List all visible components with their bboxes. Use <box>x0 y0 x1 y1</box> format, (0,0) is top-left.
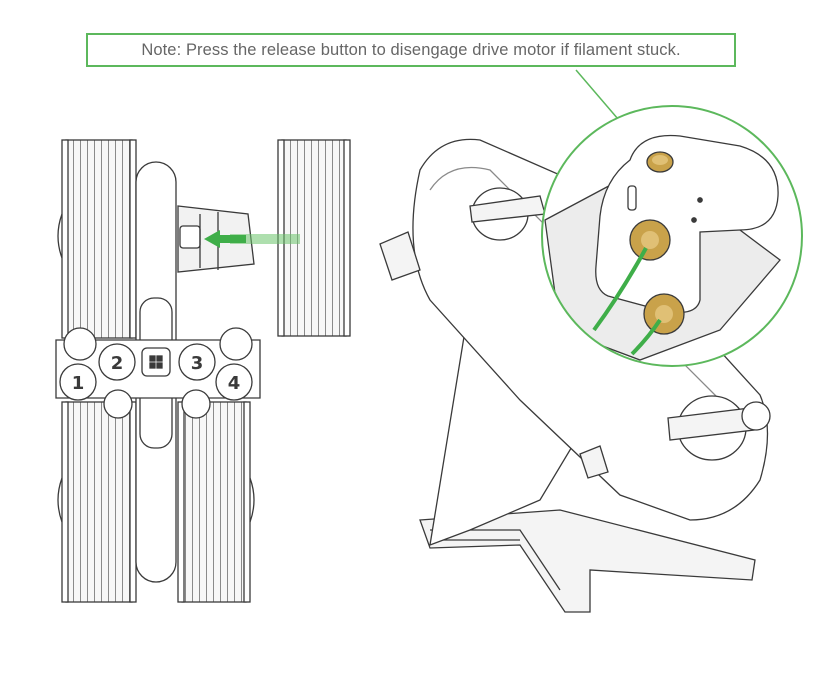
slot-label-2: 2 <box>111 353 124 374</box>
slot-button-2[interactable]: 2 <box>98 343 136 381</box>
slot-button-4[interactable]: 4 <box>215 363 253 401</box>
drive-motor-housing <box>595 134 779 314</box>
filament-port-upper <box>629 219 671 261</box>
note-callout-box: Note: Press the release button to diseng… <box>86 33 736 67</box>
spool-hub-bottom <box>667 395 771 461</box>
filament-strand-upper <box>592 247 648 332</box>
release-button[interactable] <box>646 151 674 173</box>
slot-button-3[interactable]: 3 <box>178 343 216 381</box>
filament-strand-lower <box>630 318 662 356</box>
spool-slot-3 <box>177 401 255 603</box>
spool-hub-top <box>469 187 546 241</box>
note-text: Note: Press the release button to diseng… <box>141 40 681 59</box>
spool-slot-1 <box>57 139 137 339</box>
slot-label-4: 4 <box>228 373 241 394</box>
slot-label-1: 1 <box>72 373 85 394</box>
stand-base <box>419 509 756 613</box>
slot-button-1[interactable]: 1 <box>59 363 97 401</box>
spool-slot-4-removed <box>277 139 351 337</box>
zoom-detail <box>541 105 803 367</box>
filament-port-lower <box>643 293 685 335</box>
spool-slot-2 <box>57 401 137 603</box>
slot-label-3: 3 <box>191 353 204 374</box>
ams-top-view: 1 2 3 4 <box>55 139 351 603</box>
insert-arrow-icon <box>204 230 300 248</box>
zoom-circle-outline <box>541 105 803 367</box>
